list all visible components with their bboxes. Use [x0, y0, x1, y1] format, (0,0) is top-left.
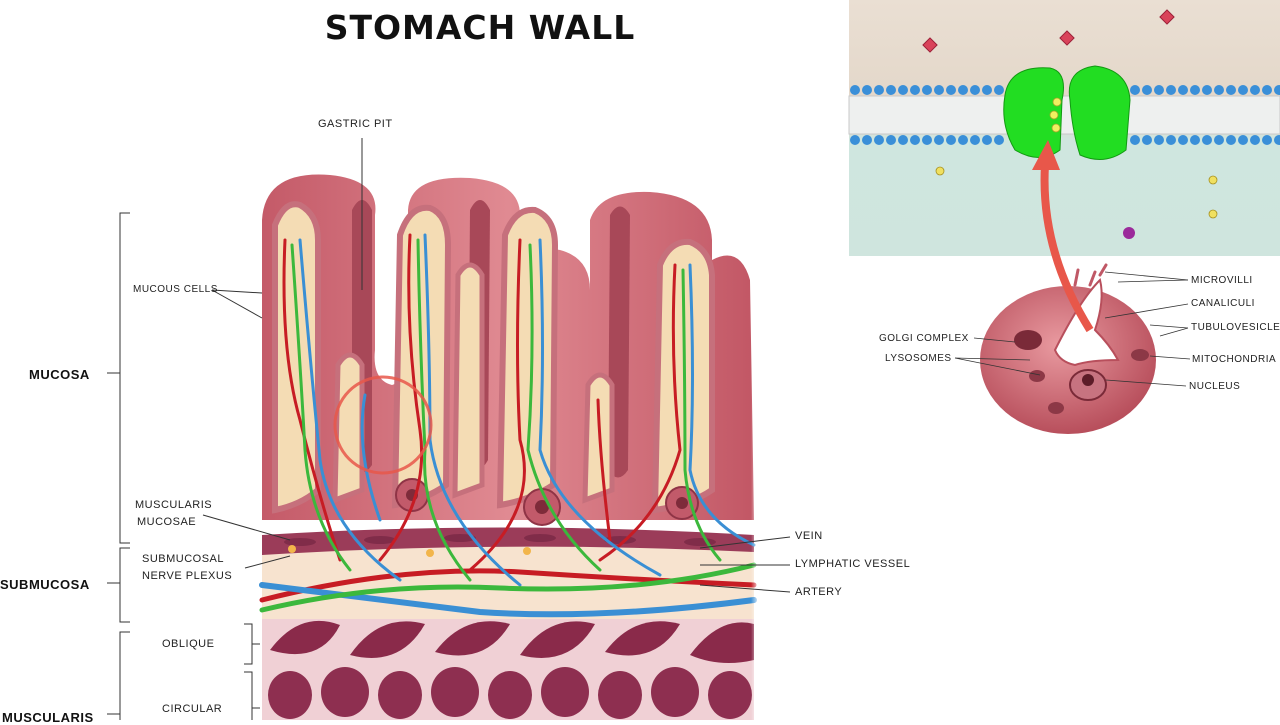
label-submucosal-plexus-1: SUBMUCOSAL [142, 553, 225, 565]
label-mucous-cells: MUCOUS CELLS [133, 284, 218, 295]
label-tubulovesicle: TUBULOVESICLE [1191, 322, 1280, 333]
transport-arrow [1032, 140, 1094, 333]
label-lymphatic-vessel: LYMPHATIC VESSEL [795, 558, 911, 570]
label-muscularis-mucosae-2: MUCOSAE [137, 516, 197, 528]
mucosa-layer [262, 174, 754, 526]
layer-brackets [107, 212, 260, 720]
label-microvilli: MICROVILLI [1191, 275, 1253, 286]
label-mucosa: MUCOSA [29, 367, 90, 382]
label-lysosomes: LYSOSOMES [885, 353, 952, 364]
highlight-circle [333, 375, 433, 475]
page-title: STOMACH WALL [324, 8, 636, 47]
label-circular: CIRCULAR [162, 703, 223, 715]
proton-pump-panel [848, 0, 1280, 256]
leader-lines [202, 138, 791, 593]
vessels [259, 233, 757, 618]
label-vein: VEIN [795, 530, 823, 542]
muscle-layer-circular [262, 660, 754, 720]
label-nucleus: NUCLEUS [1189, 381, 1241, 392]
label-canaliculi: CANALICULI [1191, 298, 1255, 309]
label-submucosal-plexus-2: NERVE PLEXUS [142, 570, 233, 582]
muscle-layer-oblique [262, 618, 754, 664]
label-artery: ARTERY [795, 586, 843, 598]
label-mitochondria: MITOCHONDRIA [1192, 354, 1277, 365]
label-muscularis: MUSCULARIS [2, 710, 94, 725]
label-golgi-complex: GOLGI COMPLEX [879, 333, 969, 344]
label-gastric-pit: GASTRIC PIT [318, 118, 393, 130]
label-oblique: OBLIQUE [162, 638, 215, 650]
label-submucosa: SUBMUCOSA [0, 577, 90, 592]
cell-leader-lines [954, 271, 1191, 387]
label-muscularis-mucosae-1: MUSCULARIS [135, 499, 213, 511]
